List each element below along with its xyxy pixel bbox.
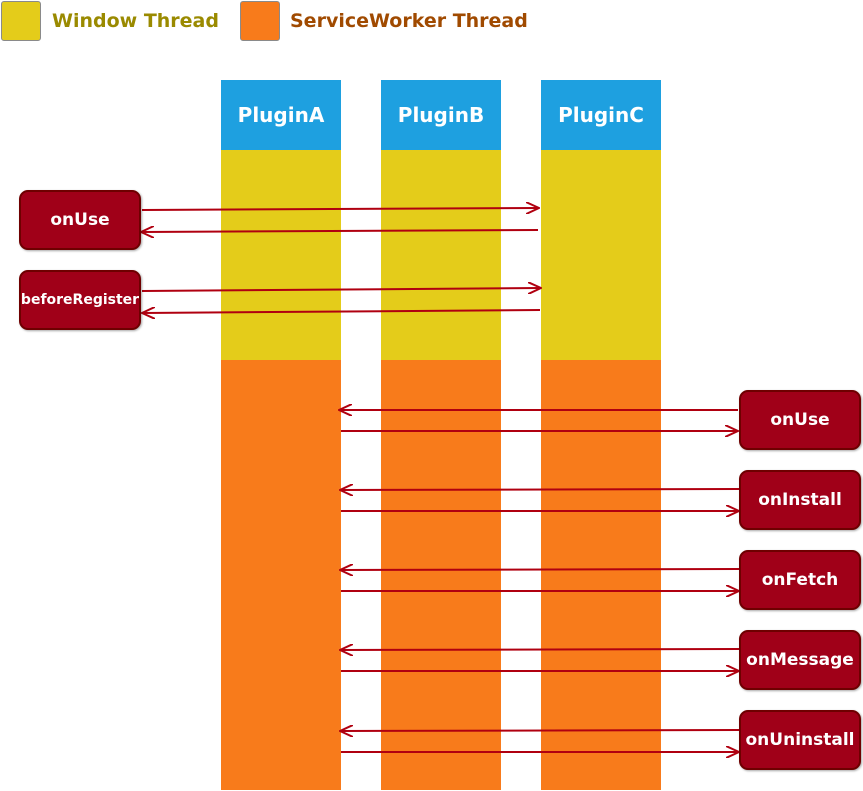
window-beforeregister-return-arrow	[143, 310, 541, 313]
sw-hook-onmessage: onMessage	[739, 630, 861, 690]
sw-onfetch-call-arrow	[341, 569, 740, 570]
plugin-c-window-lane	[541, 150, 661, 360]
plugin-b-header: PluginB	[381, 80, 501, 150]
window-hook-onuse: onUse	[19, 190, 141, 250]
sw-onmessage-call-arrow	[341, 649, 740, 650]
window-thread-legend-label: Window Thread	[52, 10, 219, 32]
sw-hook-onfetch: onFetch	[739, 550, 861, 610]
sw-hook-onuse: onUse	[739, 390, 861, 450]
plugin-a-window-lane	[221, 150, 341, 360]
window-beforeregister-call-arrow	[141, 288, 540, 291]
window-onuse-call-arrow	[141, 208, 538, 210]
window-thread-legend-swatch	[1, 1, 41, 41]
window-hook-beforeregister: beforeRegister	[19, 270, 141, 330]
plugin-c-header: PluginC	[541, 80, 661, 150]
serviceworker-thread-legend-swatch	[240, 1, 280, 41]
sw-hook-onuninstall: onUninstall	[739, 710, 861, 770]
plugin-a-sw-lane	[221, 360, 341, 790]
plugin-b-window-lane	[381, 150, 501, 360]
plugin-a-header: PluginA	[221, 80, 341, 150]
sw-onuninstall-call-arrow	[341, 730, 740, 731]
window-onuse-return-arrow	[142, 230, 539, 232]
sw-hook-oninstall: onInstall	[739, 470, 861, 530]
serviceworker-thread-legend-label: ServiceWorker Thread	[290, 10, 528, 32]
sw-oninstall-call-arrow	[341, 489, 740, 490]
